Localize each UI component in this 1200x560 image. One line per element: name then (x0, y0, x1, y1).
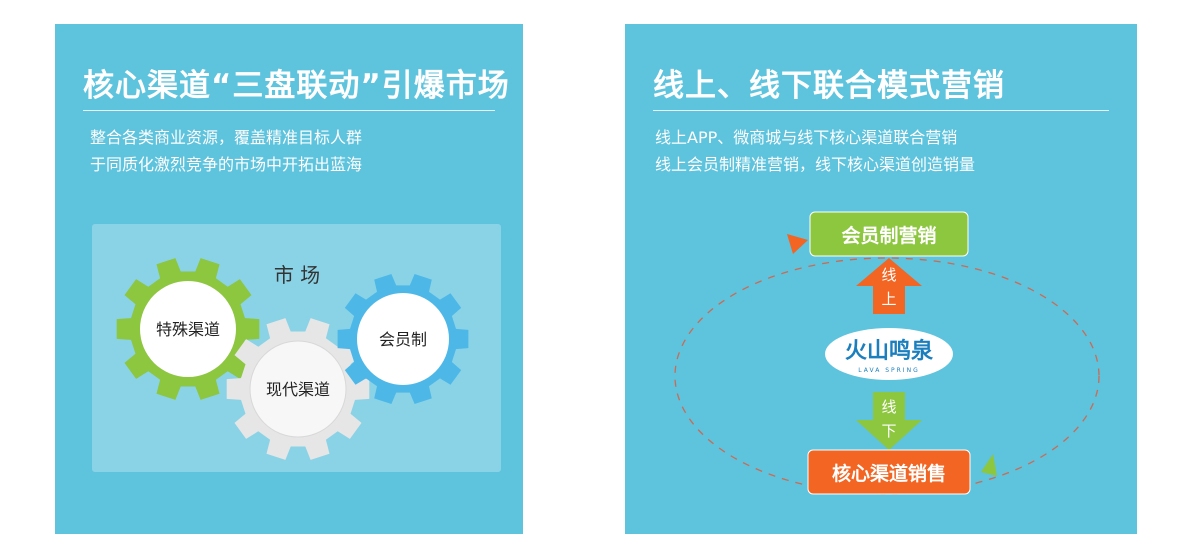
gear-modern-channel: 现代渠道 (226, 318, 370, 460)
right-title-divider (653, 110, 1109, 111)
core-channel-sales-box: 核心渠道销售 (807, 449, 971, 495)
gear-special-label: 特殊渠道 (156, 320, 220, 339)
offline-arrow-char-2: 下 (881, 422, 896, 440)
left-description: 整合各类商业资源，覆盖精准目标人群 于同质化激烈竞争的市场中开拓出蓝海 (90, 124, 362, 178)
right-desc-line-1: 线上APP、微商城与线下核心渠道联合营销 (655, 128, 958, 147)
gear-member-label: 会员制 (379, 330, 427, 349)
dashed-cycle-path (674, 257, 1100, 495)
cycle-arrowhead-green (981, 454, 997, 476)
logo-subtext: LAVA SPRING (858, 367, 919, 374)
left-title-divider (83, 110, 495, 111)
gear-modern-label: 现代渠道 (266, 380, 330, 399)
online-arrow-char-2: 上 (881, 290, 896, 308)
membership-marketing-box: 会员制营销 (809, 211, 969, 257)
offline-arrow-char-1: 线 (881, 398, 896, 416)
right-description: 线上APP、微商城与线下核心渠道联合营销 线上会员制精准营销，线下核心渠道创造销… (655, 124, 975, 178)
left-desc-line-1: 整合各类商业资源，覆盖精准目标人群 (90, 128, 363, 147)
gear-special-channel: 特殊渠道 (116, 258, 260, 400)
online-offline-diagram: 会员制营销 线 上 火山鸣泉 LAVA SPRING 线 下 核心渠道销售 (674, 211, 1100, 495)
right-panel-title: 线上、线下联合模式营销 (653, 68, 1005, 104)
market-label: 市 场 (274, 263, 320, 287)
lava-spring-logo: 火山鸣泉 LAVA SPRING (825, 328, 953, 380)
core-channel-sales-label: 核心渠道销售 (832, 462, 946, 485)
left-panel-title: 核心渠道“三盘联动”引爆市场 (83, 68, 510, 104)
membership-marketing-label: 会员制营销 (841, 224, 936, 247)
left-desc-line-2: 于同质化激烈竞争的市场中开拓出蓝海 (90, 155, 363, 174)
gear-membership: 会员制 (337, 274, 469, 404)
offline-down-arrow: 线 下 (856, 392, 922, 450)
right-desc-line-2: 线上会员制精准营销，线下核心渠道创造销量 (655, 155, 976, 174)
logo-text: 火山鸣泉 (845, 338, 934, 364)
online-up-arrow: 线 上 (856, 258, 922, 314)
gear-diagram-box: 特殊渠道 现代渠道 会员制 市 场 (92, 224, 501, 472)
online-arrow-char-1: 线 (881, 266, 896, 284)
gear-diagram: 特殊渠道 现代渠道 会员制 市 场 (116, 258, 469, 460)
cycle-arrowhead-orange (787, 234, 808, 254)
right-panel: 线上、线下联合模式营销 线上APP、微商城与线下核心渠道联合营销 线上会员制精准… (625, 24, 1137, 534)
left-panel: 核心渠道“三盘联动”引爆市场 整合各类商业资源，覆盖精准目标人群 于同质化激烈竞… (55, 24, 523, 534)
